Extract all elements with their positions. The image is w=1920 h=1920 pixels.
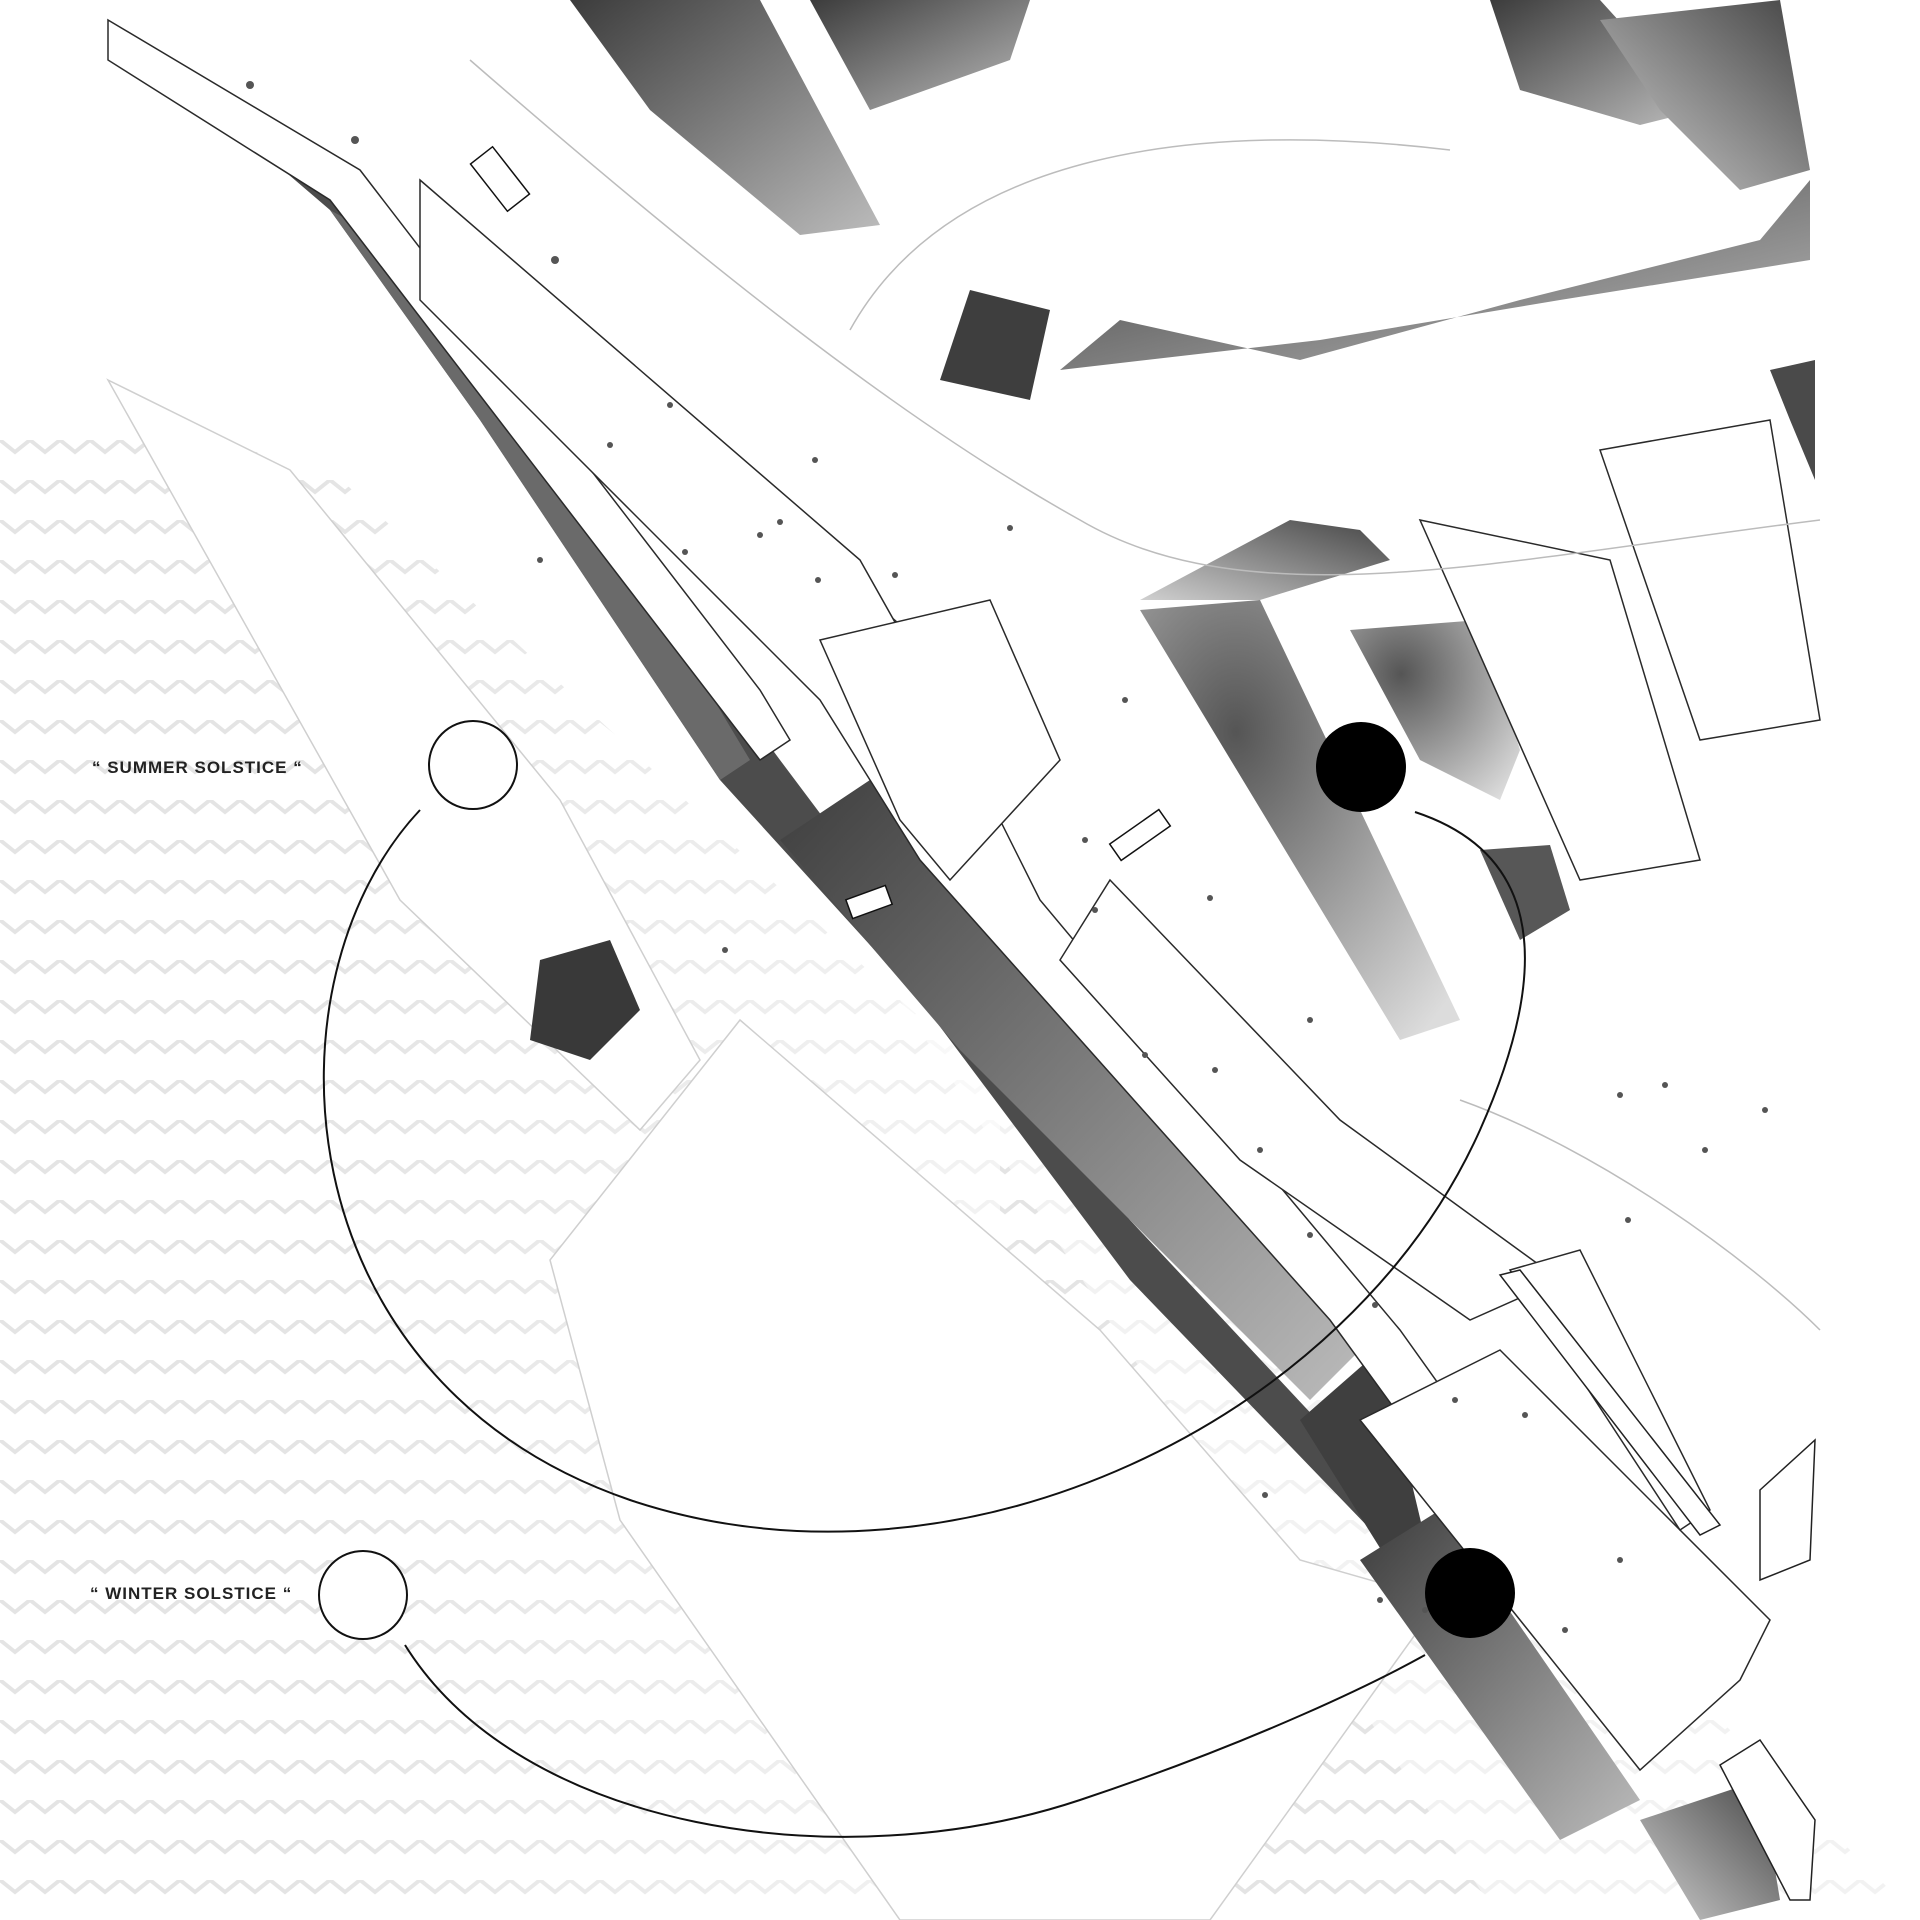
building-shadows [570, 0, 1815, 1040]
summer-sun-arc [322, 809, 1526, 1533]
sun-paths [322, 809, 1526, 1838]
road-lines [469, 59, 1821, 1331]
winter-solstice-label: “ WINTER SOLSTICE “ [90, 1584, 293, 1603]
stairs [469, 145, 1172, 920]
right-edge-panels [1498, 1269, 1816, 1901]
summer-solstice-label: “ SUMMER SOLSTICE “ [92, 758, 303, 777]
site-plates [106, 378, 1442, 1920]
sun-markers [318, 720, 1515, 1640]
winter-sun-end-marker [1425, 1548, 1515, 1638]
tree-marks [246, 81, 1768, 1633]
winter-sun-start-marker [318, 1550, 408, 1640]
summer-sun-end-marker [1316, 722, 1406, 812]
winter-sun-arc [404, 1644, 1426, 1838]
summer-sun-start-marker [428, 720, 518, 810]
